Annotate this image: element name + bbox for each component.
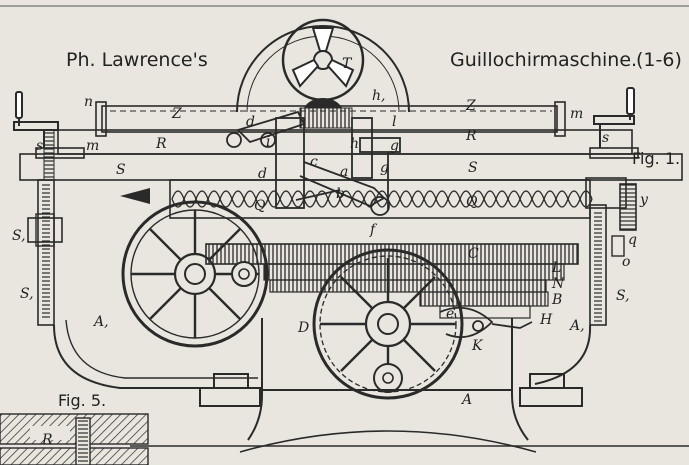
label-b: b	[336, 186, 345, 202]
header-title-left: Ph. Lawrence's	[66, 49, 208, 71]
rocker-K	[439, 306, 533, 338]
label-A1-right: A,	[568, 318, 585, 334]
guilloche-band-Q	[120, 179, 593, 219]
label-N: N	[551, 276, 565, 292]
label-L: L	[551, 260, 561, 276]
fig5-label: Fig. 5.	[58, 391, 106, 410]
label-S-right: S	[468, 160, 478, 176]
label-s-right: s	[602, 130, 609, 146]
label-e: e	[446, 306, 454, 322]
label-R-right: R	[465, 128, 477, 144]
label-h: h	[350, 136, 359, 152]
label-Z-right: Z	[465, 98, 476, 114]
label-B: B	[551, 292, 562, 308]
label-q: q	[628, 232, 637, 248]
flywheel-lower	[312, 248, 464, 400]
label-T: T	[342, 56, 353, 72]
header-title-right: Guillochirmaschine.	[450, 49, 637, 71]
base-A	[130, 318, 689, 453]
label-i: i	[266, 134, 270, 150]
right-upright	[585, 177, 637, 326]
label-m-right: m	[570, 106, 583, 122]
label-S1-right: S,	[616, 288, 630, 304]
label-K: K	[471, 338, 484, 354]
label-Q-left: Q	[254, 198, 266, 214]
crank-handle-right	[593, 87, 635, 148]
flywheel-left	[121, 200, 269, 348]
label-S1-lower: S,	[20, 286, 34, 302]
label-h1: h,	[372, 88, 385, 104]
label-D: D	[297, 320, 309, 336]
label-d-upper: d	[246, 114, 255, 130]
label-S1-upper: S,	[12, 228, 26, 244]
label-y: y	[639, 192, 649, 208]
label-R-fig5: R	[41, 432, 53, 448]
label-l: l	[392, 114, 396, 130]
fig1-label: Fig. 1.	[632, 149, 680, 168]
label-a: a	[340, 164, 348, 180]
label-R-left: R	[155, 136, 167, 152]
label-g-lower: g	[380, 160, 389, 176]
tool-carriage	[226, 110, 401, 216]
label-Q-right: Q	[466, 194, 478, 210]
label-o: o	[622, 254, 630, 270]
label-s-left: s	[36, 138, 43, 154]
label-A: A	[460, 392, 472, 408]
header-range: (1-6)	[636, 49, 682, 71]
left-upright	[27, 129, 63, 326]
label-c: c	[310, 154, 318, 170]
label-f: f	[369, 222, 378, 238]
frame-A1	[53, 324, 260, 389]
label-A1-left: A,	[92, 314, 109, 330]
label-m-left: m	[86, 138, 99, 154]
label-H: H	[539, 312, 553, 328]
gear-band-C	[205, 243, 579, 319]
fig5-drawing	[0, 413, 149, 465]
rod-Z	[95, 101, 566, 137]
label-C: C	[468, 246, 479, 262]
label-d-lower: d	[258, 166, 267, 182]
label-Z-left: Z	[171, 106, 182, 122]
label-S-left: S	[116, 162, 126, 178]
label-n: n	[84, 94, 93, 110]
label-g-upper: g	[390, 138, 399, 154]
